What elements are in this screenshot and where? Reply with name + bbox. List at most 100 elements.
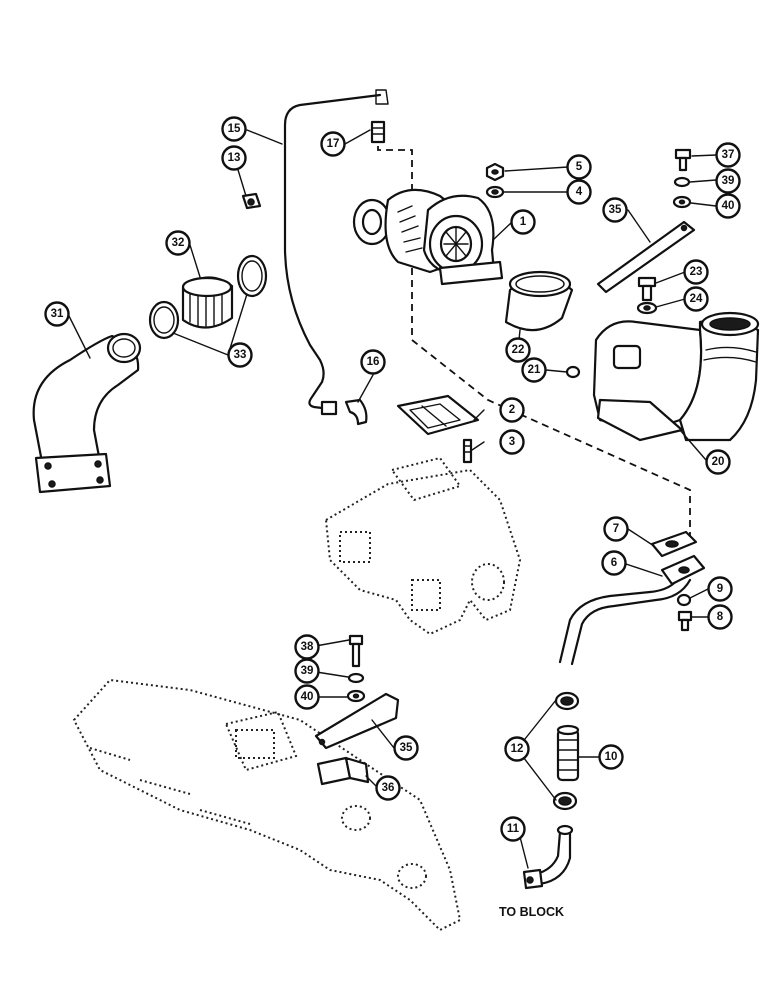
svg-text:22: 22 xyxy=(512,344,525,356)
air-hose xyxy=(504,270,574,332)
callout-4: 4 xyxy=(566,179,592,205)
turbo-washer xyxy=(485,185,505,199)
callout-15: 15 xyxy=(221,116,247,142)
leader-lines xyxy=(67,129,717,869)
drain-hose xyxy=(556,724,580,782)
svg-text:20: 20 xyxy=(712,456,725,468)
mounting-stud xyxy=(462,438,473,464)
callout-12: 12 xyxy=(504,736,530,762)
hose-clamp-upper xyxy=(236,254,268,298)
svg-text:23: 23 xyxy=(690,266,703,278)
elbow-washer xyxy=(636,301,658,315)
bracket-bolt xyxy=(674,148,692,172)
callout-2: 2 xyxy=(499,397,525,423)
intake-hose xyxy=(181,276,234,329)
callout-13: 13 xyxy=(221,145,247,171)
elbow-bolt xyxy=(637,276,657,302)
drain-elbow-tube xyxy=(522,824,574,890)
callout-39-lower: 39 xyxy=(294,658,320,684)
spacer-block xyxy=(316,756,370,786)
svg-text:9: 9 xyxy=(717,583,723,595)
callout-8: 8 xyxy=(707,604,733,630)
callout-11: 11 xyxy=(500,816,526,842)
drain-clamp-upper xyxy=(554,691,580,711)
callout-38: 38 xyxy=(294,634,320,660)
svg-text:39: 39 xyxy=(301,665,314,677)
svg-text:40: 40 xyxy=(301,691,314,703)
svg-text:3: 3 xyxy=(509,436,515,448)
svg-text:40: 40 xyxy=(722,200,735,212)
svg-text:35: 35 xyxy=(609,204,622,216)
svg-text:12: 12 xyxy=(511,743,524,755)
callout-7: 7 xyxy=(603,516,629,542)
elbow-fitting xyxy=(344,398,368,426)
svg-text:16: 16 xyxy=(367,356,380,368)
drain-bolt xyxy=(677,610,693,632)
svg-text:1: 1 xyxy=(520,216,527,228)
callout-10: 10 xyxy=(598,744,624,770)
callout-37: 37 xyxy=(715,142,741,168)
intake-elbow xyxy=(32,332,142,494)
svg-text:33: 33 xyxy=(234,349,247,361)
bracket-lockwasher xyxy=(673,176,691,188)
svg-text:32: 32 xyxy=(172,237,185,249)
callout-40-top: 40 xyxy=(715,193,741,219)
support-bracket xyxy=(596,220,696,294)
callout-21: 21 xyxy=(521,357,547,383)
callout-40-lower: 40 xyxy=(294,684,320,710)
lower-lockwasher xyxy=(347,672,365,684)
callout-35-lower: 35 xyxy=(393,735,419,761)
callout-32: 32 xyxy=(165,230,191,256)
callout-33: 33 xyxy=(227,342,253,368)
svg-text:37: 37 xyxy=(722,149,735,161)
hose-clamp-lower xyxy=(148,300,180,340)
callout-5: 5 xyxy=(566,154,592,180)
svg-text:13: 13 xyxy=(228,152,241,164)
svg-text:17: 17 xyxy=(327,138,340,150)
callout-16: 16 xyxy=(360,349,386,375)
callout-9: 9 xyxy=(707,576,733,602)
elbow-nut xyxy=(565,365,581,379)
svg-text:31: 31 xyxy=(51,308,64,320)
bracket-flatwasher xyxy=(672,195,692,209)
svg-text:2: 2 xyxy=(509,404,515,416)
callout-20: 20 xyxy=(705,449,731,475)
exhaust-manifold-outline xyxy=(324,456,522,636)
svg-text:4: 4 xyxy=(576,186,583,198)
lower-support-bracket xyxy=(314,692,400,750)
oil-drain-tube xyxy=(558,554,706,666)
turbo-gasket xyxy=(396,394,480,436)
callout-24: 24 xyxy=(683,286,709,312)
lower-bracket-bolt xyxy=(348,634,364,668)
svg-text:5: 5 xyxy=(576,161,583,173)
svg-text:21: 21 xyxy=(528,364,541,376)
callout-3: 3 xyxy=(499,429,525,455)
callout-22: 22 xyxy=(505,337,531,363)
drain-gasket xyxy=(650,530,698,558)
svg-text:6: 6 xyxy=(611,557,617,569)
callout-35-top: 35 xyxy=(602,197,628,223)
callout-31: 31 xyxy=(44,301,70,327)
svg-text:38: 38 xyxy=(301,641,314,653)
svg-text:24: 24 xyxy=(690,293,703,305)
callout-39-top: 39 xyxy=(715,168,741,194)
exhaust-elbow xyxy=(592,311,760,442)
callout-6: 6 xyxy=(601,550,627,576)
drain-clamp-lower xyxy=(552,791,578,811)
svg-text:11: 11 xyxy=(507,823,520,835)
lower-manifold-outline xyxy=(72,678,462,932)
callout-23: 23 xyxy=(683,259,709,285)
callout-1: 1 xyxy=(510,209,536,235)
to-block-caption: TO BLOCK xyxy=(499,905,564,919)
svg-text:15: 15 xyxy=(228,123,241,135)
lower-flatwasher xyxy=(346,689,366,703)
turbo-nut xyxy=(485,162,505,182)
turbocharger xyxy=(352,188,504,286)
svg-text:39: 39 xyxy=(722,175,735,187)
drain-nut xyxy=(676,593,692,607)
callout-36: 36 xyxy=(375,775,401,801)
line-clip xyxy=(241,192,262,210)
oil-line-fitting xyxy=(370,120,386,144)
assembly-guide-line xyxy=(377,146,691,540)
